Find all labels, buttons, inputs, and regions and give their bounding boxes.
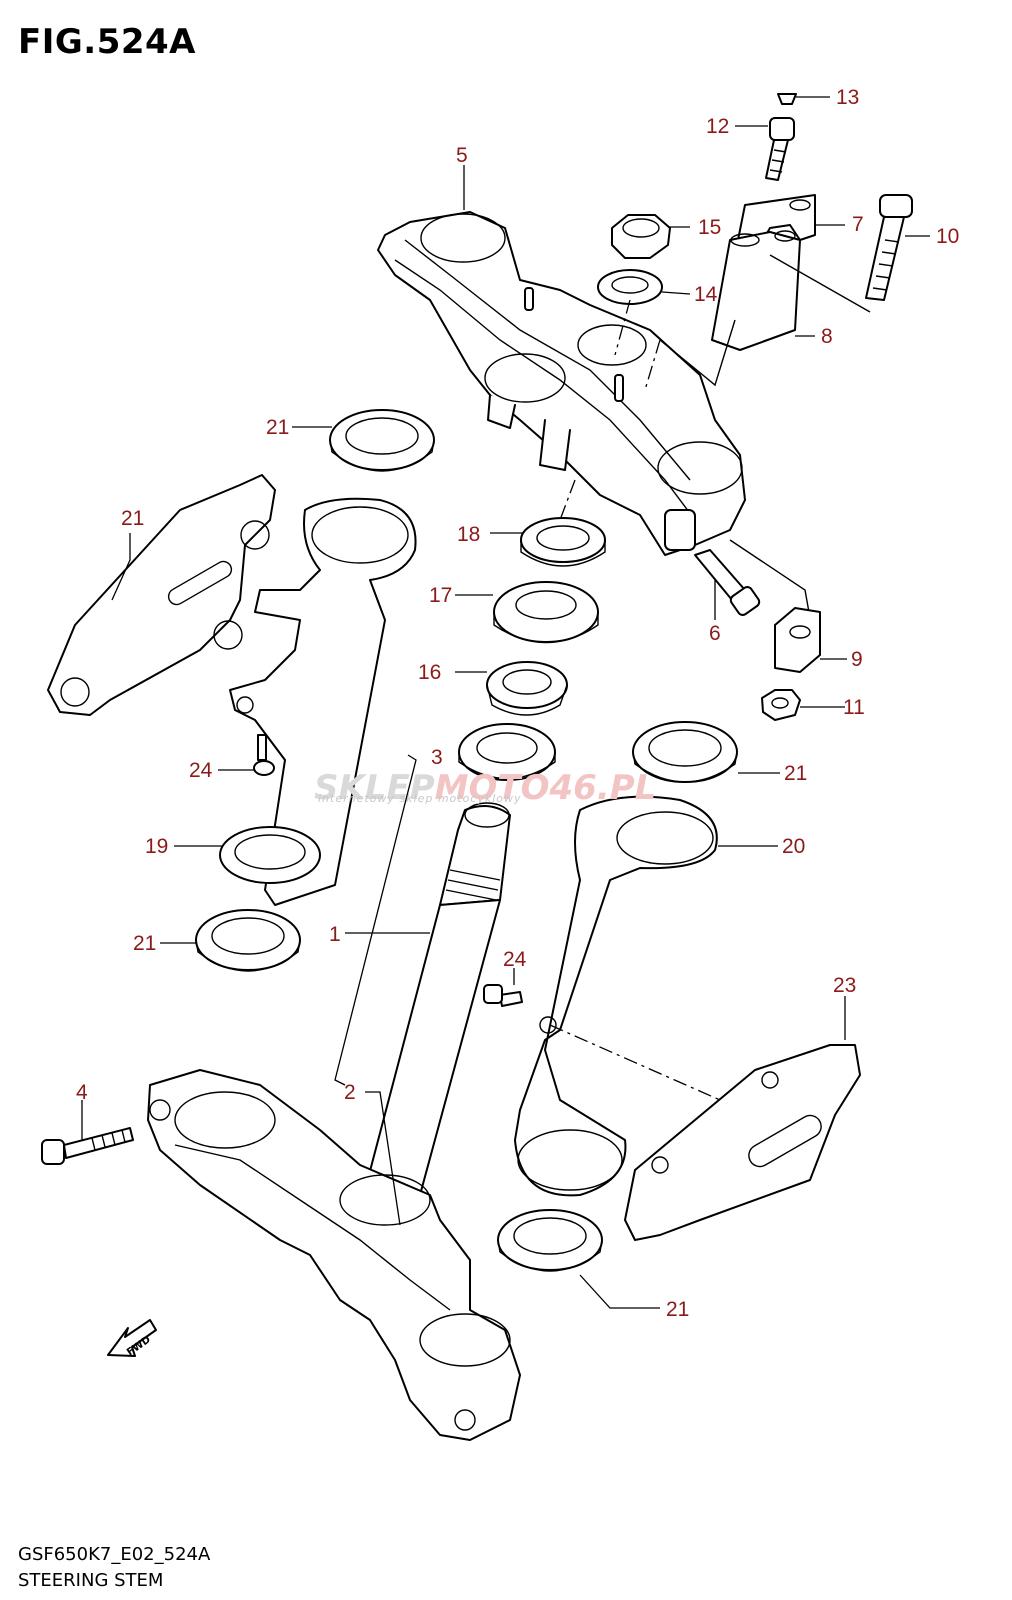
callout-12: 12 (706, 115, 729, 138)
callout-21-a: 21 (266, 416, 289, 439)
callout-24-a: 24 (189, 759, 213, 782)
cap-part (777, 93, 797, 105)
callout-6: 6 (709, 622, 721, 645)
nut-part (761, 689, 801, 721)
callout-14: 14 (694, 283, 718, 306)
callout-21-c: 21 (133, 932, 156, 955)
callout-19: 19 (145, 835, 168, 858)
watermark: SKLEPMOTO46.PL (314, 768, 656, 808)
leader-lines (81, 96, 930, 1309)
upper-bearing-part (486, 661, 568, 716)
callout-21-d: 21 (666, 1298, 689, 1321)
handlebar-holder-lower-part (711, 230, 801, 351)
watermark-part2: MOTO46.PL (434, 768, 657, 808)
guide-line (769, 254, 871, 313)
rubber-ring-part (632, 721, 738, 783)
callout-4: 4 (76, 1081, 88, 1104)
watermark-subtitle: internetowy sklep motocyklowy (318, 792, 522, 805)
callout-11: 11 (843, 696, 865, 719)
figure-title: FIG.524A (18, 22, 196, 62)
handlebar-holder-upper-part (737, 194, 816, 246)
figure-caption: STEERING STEM (18, 1570, 164, 1591)
spacer-part (774, 607, 821, 673)
rubber-ring-part (497, 1209, 603, 1272)
callout-15: 15 (698, 216, 721, 239)
watermark-part1: SKLEP (314, 768, 435, 808)
figure-code: GSF650K7_E02_524A (18, 1544, 211, 1565)
callout-17: 17 (429, 584, 452, 607)
callout-20: 20 (782, 835, 805, 858)
rubber-ring-part (195, 909, 301, 972)
handlebar-bolt-long-part (865, 194, 913, 301)
nut-cap-part (611, 214, 671, 259)
dust-seal-part (493, 581, 599, 644)
callout-7: 7 (852, 213, 864, 236)
callouts: 5 13 12 7 10 15 14 8 21 21 18 17 6 9 16 … (76, 86, 959, 1321)
clamp-bolt-part (41, 1127, 134, 1165)
lower-bearing-part (458, 723, 556, 781)
guide-line (614, 299, 631, 356)
washer-part (597, 269, 663, 305)
callout-23: 23 (833, 974, 856, 997)
callout-16: 16 (418, 661, 441, 684)
left-ring-bracket-part (219, 497, 417, 906)
callout-5: 5 (456, 144, 468, 167)
rubber-ring-part (329, 409, 435, 472)
guide-line (729, 539, 811, 619)
guide-line (644, 339, 661, 391)
fwd-arrow-icon: FWD (107, 1319, 157, 1358)
right-bracket-part (624, 1044, 861, 1241)
upper-bracket-part (377, 211, 746, 556)
callout-8: 8 (821, 325, 833, 348)
callout-2: 2 (344, 1081, 356, 1104)
callout-10: 10 (936, 225, 959, 248)
guide-line (659, 319, 736, 387)
guide-line (559, 479, 576, 521)
left-bracket-part (47, 474, 276, 716)
callout-3: 3 (431, 746, 443, 769)
screw-part (483, 984, 523, 1007)
pinch-bolt-part (694, 549, 761, 616)
lower-bracket-part (147, 1069, 521, 1441)
callout-13: 13 (836, 86, 859, 109)
callout-18: 18 (457, 523, 480, 546)
callout-24-b: 24 (503, 948, 527, 971)
handlebar-bolt-short-part (765, 117, 795, 181)
callout-21-b: 21 (784, 762, 807, 785)
callout-1: 1 (329, 923, 341, 946)
right-ring-bracket-part (514, 795, 718, 1197)
screw-part (253, 734, 275, 776)
callout-9: 9 (851, 648, 863, 671)
guide-line (549, 1024, 721, 1101)
steering-stem-part (364, 802, 511, 1196)
callout-22: 21 (121, 507, 144, 530)
steering-nut-part (520, 517, 606, 567)
